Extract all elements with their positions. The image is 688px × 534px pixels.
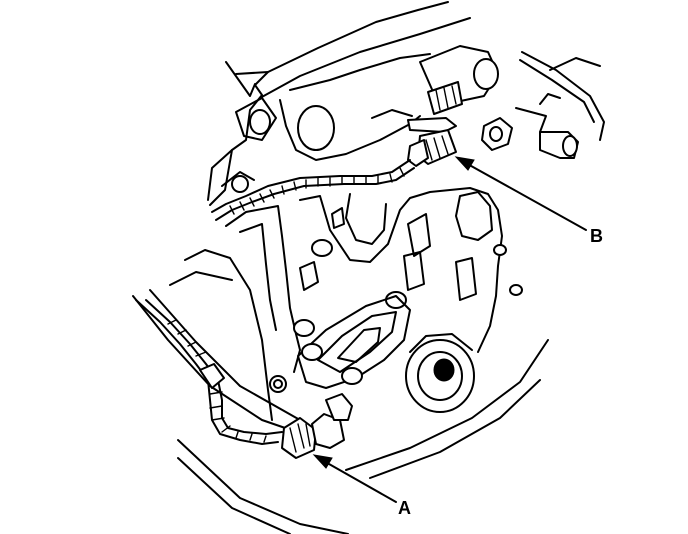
callout-b-leader: [454, 156, 587, 231]
lower-wire-harness: [135, 299, 353, 459]
knock-sensor-bracket: [419, 45, 579, 159]
callout-b-label: B: [590, 226, 603, 246]
crank-area: [269, 295, 475, 413]
engine-block-outline: [132, 1, 605, 534]
callout-a-leader: [312, 454, 397, 503]
front-cover: [225, 187, 523, 373]
connector-b: [407, 117, 457, 167]
cylinder-head: [221, 53, 431, 193]
callout-a-label: A: [398, 498, 411, 518]
upper-wire-harness: [211, 159, 415, 221]
